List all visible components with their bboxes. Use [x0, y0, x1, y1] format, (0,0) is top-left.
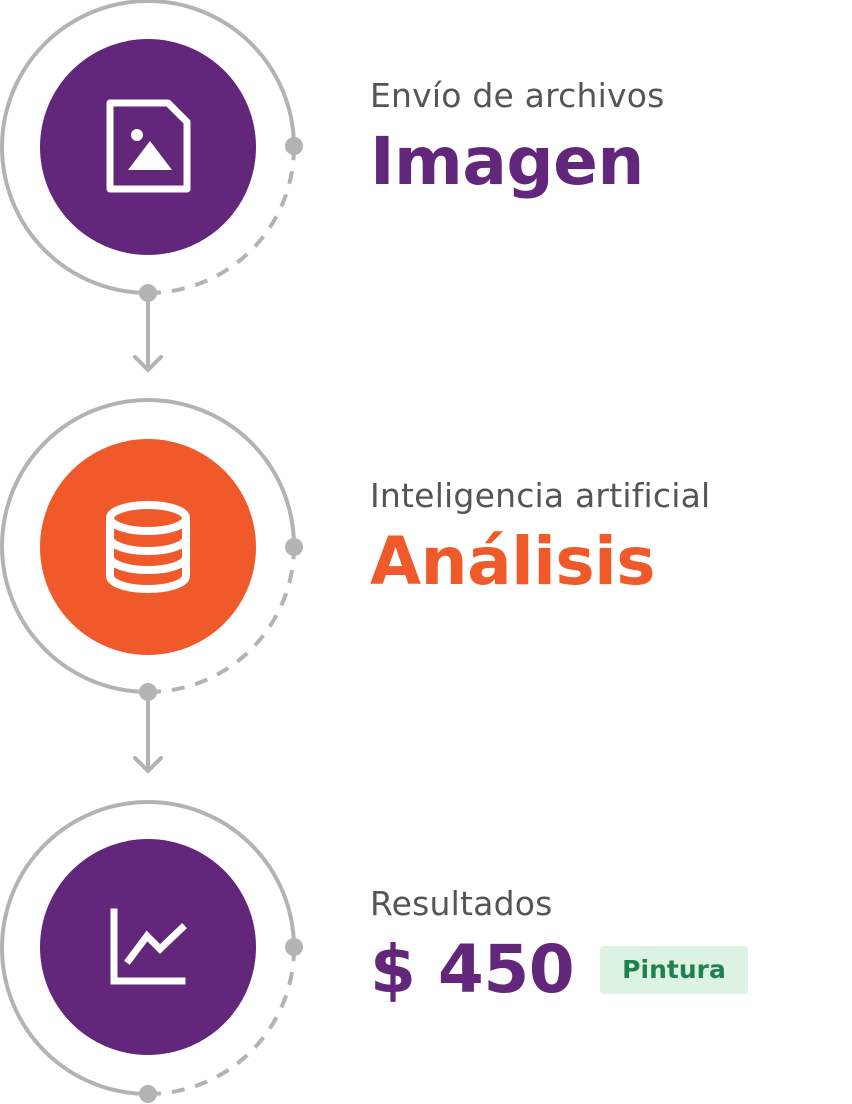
step-1-ring-solid	[0, 0, 296, 295]
image-file-icon	[106, 99, 191, 193]
step-2-ring-dashed	[147, 546, 296, 694]
step-3-result-row: $ 450 Pintura	[370, 937, 748, 1003]
arrow-down-icon	[133, 300, 163, 372]
step-2-title: Análisis	[370, 523, 656, 600]
step-1-ring-node-right	[285, 137, 303, 155]
step-3-ring-solid	[0, 800, 296, 1096]
step-1-ring-node-bottom	[139, 284, 157, 302]
step-3-ring-node-bottom	[139, 1085, 157, 1103]
step-3-text: Resultados $ 450 Pintura	[370, 884, 748, 1003]
step-3-price: $ 450	[370, 931, 575, 1008]
step-1-title: Imagen	[370, 123, 644, 200]
arrow-down-icon	[133, 699, 163, 773]
step-1-graphic	[0, 0, 303, 302]
step-2-ring-node-right	[285, 538, 303, 556]
step-3-badge	[40, 839, 256, 1055]
step-3-ring-dashed	[147, 946, 297, 1096]
step-1-text: Envío de archivos Imagen	[370, 76, 665, 195]
step-2-ring-node-bottom	[139, 683, 157, 701]
line-chart-icon	[110, 908, 187, 985]
category-tag: Pintura	[600, 946, 748, 994]
step-3-graphic	[0, 800, 303, 1103]
step-2-ring-solid	[0, 398, 297, 694]
step-2-text: Inteligencia artificial Análisis	[370, 476, 710, 595]
step-3-ring-node-right	[285, 938, 303, 956]
step-2-graphic	[0, 398, 303, 701]
step-1-ring-dashed	[147, 145, 297, 295]
database-icon	[106, 501, 190, 593]
step-2-kicker: Inteligencia artificial	[370, 476, 711, 515]
step-3-kicker: Resultados	[370, 884, 553, 923]
step-1-kicker: Envío de archivos	[370, 76, 665, 115]
